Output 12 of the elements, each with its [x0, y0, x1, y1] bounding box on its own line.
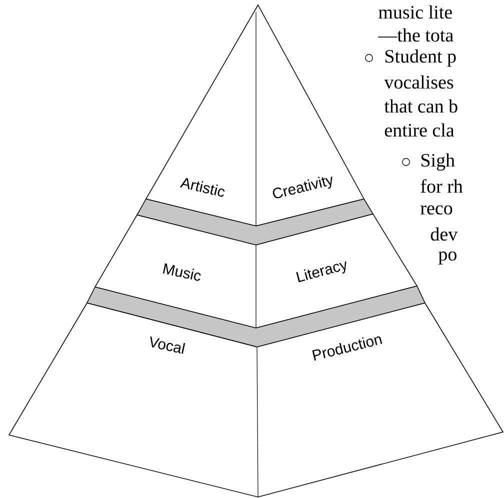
- body-text: reco: [420, 205, 452, 215]
- body-text: vocalises: [384, 75, 454, 89]
- body-text: po: [438, 252, 456, 264]
- pyramid-tier: Music Literacy: [94, 198, 418, 328]
- node-label: Production: [312, 336, 382, 361]
- pyramid-tier: Vocal Production: [8, 286, 504, 498]
- node-label: Vocal: [150, 336, 186, 354]
- body-text: Sigh: [421, 153, 455, 171]
- body-text: Student p: [385, 49, 456, 67]
- body-text: for rh: [420, 179, 463, 193]
- body-text: that can b: [384, 99, 458, 113]
- body-text: entire cla: [384, 123, 454, 137]
